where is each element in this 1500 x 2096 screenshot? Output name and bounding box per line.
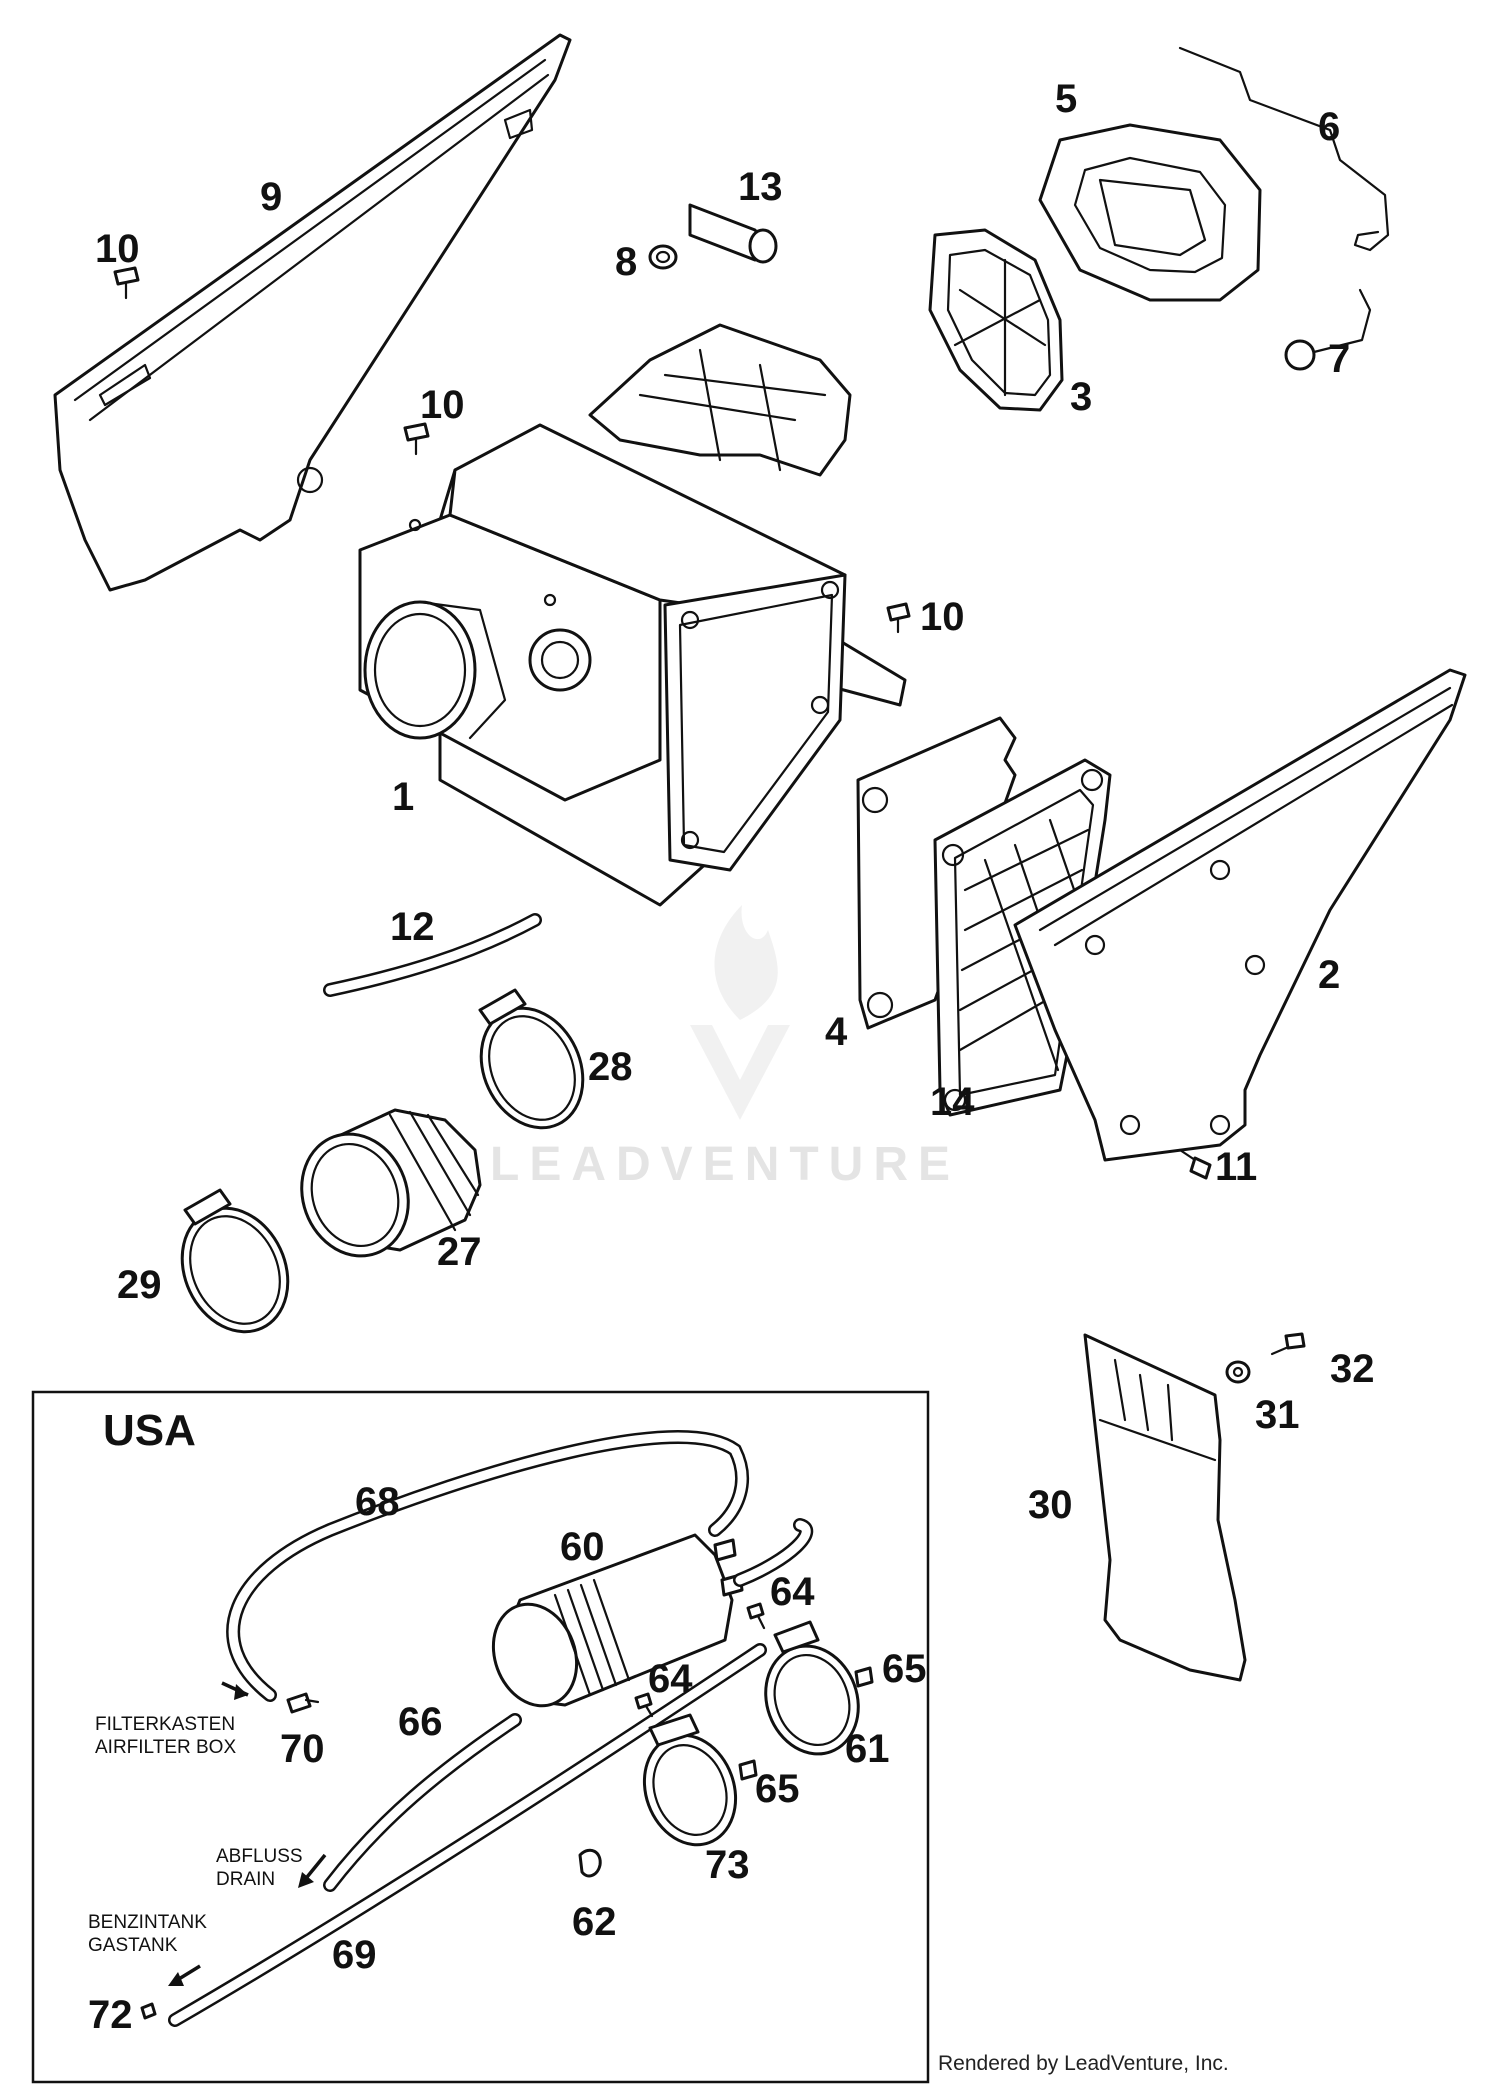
callout-2: 2 <box>1318 953 1340 997</box>
part-10-screw-c <box>886 602 911 634</box>
part-61-bracket-clamp <box>764 1620 860 1756</box>
drain-label-de: ABFLUSS <box>216 1846 303 1867</box>
watermark: LEADVENTURE <box>490 905 960 1191</box>
gastank-label-de: BENZINTANK <box>88 1912 207 1933</box>
flame-logo-icon <box>690 905 790 1120</box>
callout-28: 28 <box>588 1045 633 1089</box>
callout-labels: 1 2 3 4 5 6 7 8 9 10 10 10 11 12 13 14 2… <box>88 77 1375 2037</box>
callout-7: 7 <box>1328 337 1350 381</box>
callout-5: 5 <box>1055 77 1077 121</box>
callout-10-top: 10 <box>420 383 465 427</box>
part-5-foam-filter <box>1038 123 1262 302</box>
airfilter-box-label-en: AIRFILTER BOX <box>95 1737 236 1758</box>
callout-68: 68 <box>355 1480 400 1524</box>
callout-10-left: 10 <box>95 227 140 271</box>
callout-29: 29 <box>117 1263 162 1307</box>
part-8-grommet <box>648 244 678 270</box>
callout-60: 60 <box>560 1525 605 1569</box>
part-68-vent-hose <box>226 1430 750 1702</box>
callout-64-upper: 64 <box>770 1570 815 1614</box>
part-6-wire-bail <box>1178 46 1390 252</box>
callout-10-right: 10 <box>920 595 965 639</box>
part-28-hose-clamp <box>478 988 585 1130</box>
usa-inset-title: USA <box>103 1406 196 1455</box>
callout-12: 12 <box>390 905 435 949</box>
arrow-drain-icon <box>298 1853 327 1888</box>
drain-label-en: DRAIN <box>216 1869 275 1890</box>
part-72-fitting <box>140 2002 157 2020</box>
gastank-label-en: GASTANK <box>88 1935 178 1956</box>
part-62-clip <box>578 1848 602 1878</box>
callout-9: 9 <box>260 175 282 219</box>
arrow-gastank-icon <box>168 1964 201 1986</box>
part-60-canister <box>491 1533 744 1708</box>
callout-3: 3 <box>1070 375 1092 419</box>
callout-69: 69 <box>332 1933 377 1977</box>
part-64-screw-b <box>634 1692 654 1718</box>
part-3-filter-cage <box>928 228 1064 412</box>
callout-61: 61 <box>845 1727 890 1771</box>
part-66-drain-hose <box>323 1713 522 1892</box>
usa-inset: USA FILTERKASTEN AIRFILTER BOX ABFLUSS D… <box>31 1390 930 2084</box>
callout-65-right: 65 <box>882 1647 927 1691</box>
callout-1: 1 <box>392 775 414 819</box>
usa-inset-frame <box>31 1390 930 2084</box>
part-9-left-side-cover <box>53 33 572 592</box>
callout-66: 66 <box>398 1700 443 1744</box>
part-70-fitting <box>286 1692 320 1714</box>
part-7-retainer-pin <box>1284 288 1372 371</box>
part-2-right-side-cover <box>1013 668 1467 1162</box>
callout-32: 32 <box>1330 1347 1375 1391</box>
part-13-sleeve <box>688 203 778 264</box>
airfilter-box-label-de: FILTERKASTEN <box>95 1714 235 1735</box>
part-10-screw-a <box>113 266 140 300</box>
render-credit: Rendered by LeadVenture, Inc. <box>938 2052 1229 2075</box>
watermark-text: LEADVENTURE <box>490 1138 960 1191</box>
callout-64-lower: 64 <box>648 1657 693 1701</box>
part-69-gastank-hose <box>168 1643 767 2027</box>
part-1-airbox <box>358 323 907 907</box>
part-64-screw-a <box>746 1602 766 1630</box>
part-29-hose-clamp <box>180 1188 290 1334</box>
part-73-bracket-clamp <box>642 1713 738 1847</box>
callout-13: 13 <box>738 165 783 209</box>
callout-72: 72 <box>88 1993 133 2037</box>
callout-6: 6 <box>1318 105 1340 149</box>
arrow-airfilter-box-icon <box>221 1681 249 1700</box>
part-32-screw <box>1270 1332 1306 1356</box>
part-31-washer <box>1225 1360 1251 1384</box>
canister-outlet-hose <box>733 1518 814 1587</box>
callout-65-lower: 65 <box>755 1767 800 1811</box>
callout-14: 14 <box>930 1080 975 1124</box>
part-11-screw <box>1178 1148 1212 1180</box>
callout-27: 27 <box>437 1230 482 1274</box>
callout-31: 31 <box>1255 1393 1300 1437</box>
part-10-screw-b <box>403 422 430 456</box>
part-12-hose <box>323 913 542 997</box>
callout-70: 70 <box>280 1727 325 1771</box>
part-65-nut-b <box>738 1759 758 1781</box>
part-30-mud-flap <box>1083 1333 1247 1682</box>
callout-30: 30 <box>1028 1483 1073 1527</box>
callout-73: 73 <box>705 1843 750 1887</box>
callout-4: 4 <box>825 1010 848 1054</box>
part-65-nut-a <box>854 1666 874 1688</box>
callout-8: 8 <box>615 240 637 284</box>
callout-62: 62 <box>572 1900 617 1944</box>
part-27-intake-boot <box>300 1108 482 1258</box>
callout-11: 11 <box>1215 1145 1257 1189</box>
